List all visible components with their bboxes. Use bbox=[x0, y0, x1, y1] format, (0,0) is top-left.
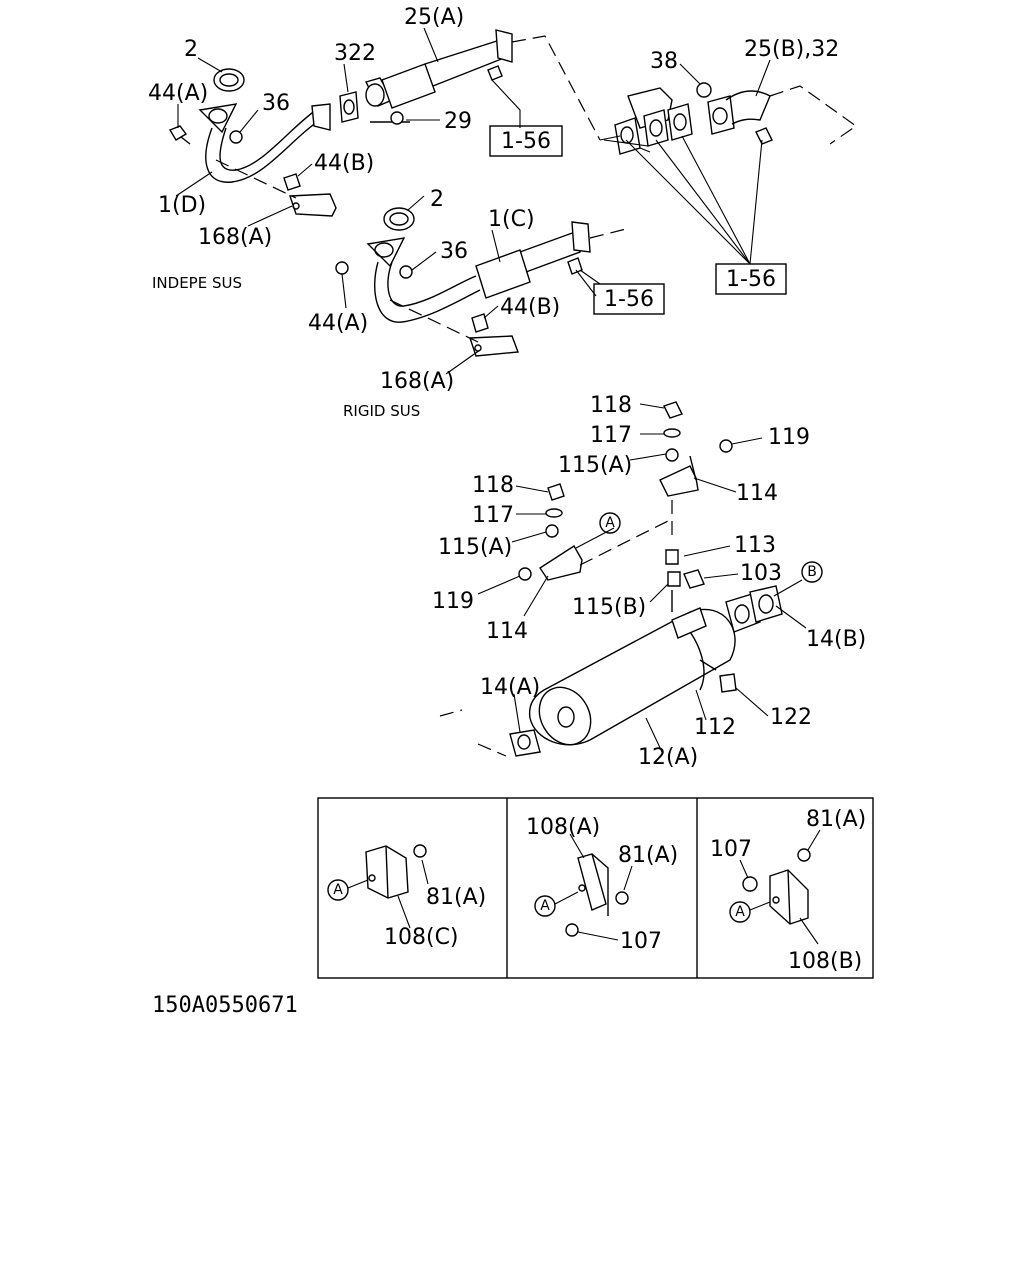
label-25b-32: 25(B),32 bbox=[744, 37, 839, 62]
label-114: 114 bbox=[486, 619, 528, 644]
label-115b: 115(B) bbox=[572, 595, 646, 620]
label-44a: 44(A) bbox=[308, 311, 368, 336]
gasket-322 bbox=[339, 91, 359, 123]
front-pipe-assembly-indepe bbox=[168, 68, 337, 217]
bolt bbox=[168, 125, 188, 141]
note-indepe-sus: INDEPE SUS bbox=[152, 274, 242, 292]
label-14b: 14(B) bbox=[806, 627, 866, 652]
label-118: 118 bbox=[472, 473, 514, 498]
catalytic-converter-rigid bbox=[475, 249, 531, 299]
label-103: 103 bbox=[740, 561, 782, 586]
label-115a: 115(A) bbox=[438, 535, 512, 560]
label-81a: 81(A) bbox=[806, 807, 866, 832]
label-44a: 44(A) bbox=[148, 81, 208, 106]
label-81a: 81(A) bbox=[426, 885, 486, 910]
label-114: 114 bbox=[736, 481, 778, 506]
muffler-assembly bbox=[439, 401, 783, 757]
inset-panel-2: A 108(A) 81(A) 107 bbox=[526, 815, 678, 954]
label-1d: 1(D) bbox=[158, 193, 206, 218]
label-108b: 108(B) bbox=[788, 949, 862, 974]
callout-circle-b bbox=[801, 561, 823, 583]
label-117: 117 bbox=[472, 503, 514, 528]
label-168a: 168(A) bbox=[380, 369, 454, 394]
reference-box bbox=[593, 283, 665, 315]
hanger-bracket bbox=[659, 465, 699, 497]
label-44b: 44(B) bbox=[500, 295, 560, 320]
label-112: 112 bbox=[694, 715, 736, 740]
label-1c: 1(C) bbox=[488, 207, 535, 232]
label-81a: 81(A) bbox=[618, 843, 678, 868]
inset-frame bbox=[317, 797, 874, 979]
note-rigid-sus: RIGID SUS bbox=[343, 402, 420, 420]
reference-boxes: 1-56 1-56 1-56 bbox=[489, 125, 787, 315]
label-36: 36 bbox=[262, 91, 290, 116]
inset-panel-1: A 81(A) 108(C) bbox=[327, 844, 486, 950]
front-pipe-assembly-rigid bbox=[335, 207, 631, 357]
inset-panel-3: A 81(A) 107 108(B) bbox=[710, 807, 866, 974]
leader-lines bbox=[175, 27, 807, 753]
callout-letter: A bbox=[605, 515, 615, 531]
nut bbox=[229, 130, 243, 144]
converter-body bbox=[381, 63, 436, 109]
label-107: 107 bbox=[710, 837, 752, 862]
callout-letter: A bbox=[540, 898, 550, 914]
label-44b: 44(B) bbox=[314, 151, 374, 176]
reference-label: 1-56 bbox=[726, 267, 776, 292]
pipe-flange bbox=[198, 103, 238, 134]
reference-label: 1-56 bbox=[501, 129, 551, 154]
label-14a: 14(A) bbox=[480, 675, 540, 700]
label-113: 113 bbox=[734, 533, 776, 558]
label-108c: 108(C) bbox=[384, 925, 459, 950]
callout-markers: A B bbox=[599, 512, 823, 583]
label-322: 322 bbox=[334, 41, 376, 66]
reference-label: 1-56 bbox=[604, 287, 654, 312]
label-108a: 108(A) bbox=[526, 815, 600, 840]
inset-details: A 81(A) 108(C) A 108(A) 81(A) 107 bbox=[317, 797, 874, 979]
label-12a: 12(A) bbox=[638, 745, 698, 770]
bracket bbox=[289, 193, 337, 217]
catalytic-converter-indepe bbox=[339, 29, 601, 141]
label-29: 29 bbox=[444, 109, 472, 134]
label-119: 119 bbox=[432, 589, 474, 614]
manifold-connection-parts bbox=[614, 82, 858, 155]
reference-box bbox=[489, 125, 563, 157]
label-119: 119 bbox=[768, 425, 810, 450]
drawing-id: 150A0550671 bbox=[152, 993, 298, 1018]
label-38: 38 bbox=[650, 49, 678, 74]
callout-letter: B bbox=[807, 564, 817, 580]
callout-letter: A bbox=[735, 904, 745, 920]
label-115a: 115(A) bbox=[558, 453, 632, 478]
label-107: 107 bbox=[620, 929, 662, 954]
label-2: 2 bbox=[430, 187, 444, 212]
label-168a: 168(A) bbox=[198, 225, 272, 250]
label-118: 118 bbox=[590, 393, 632, 418]
gasket-ring bbox=[213, 68, 245, 92]
reference-box bbox=[715, 263, 787, 295]
callout-circle-a bbox=[599, 512, 621, 534]
label-2: 2 bbox=[184, 37, 198, 62]
callout-letter: A bbox=[333, 882, 343, 898]
label-122: 122 bbox=[770, 705, 812, 730]
label-117: 117 bbox=[590, 423, 632, 448]
label-36: 36 bbox=[440, 239, 468, 264]
part-labels: 2 25(A) 322 44(A) 36 29 44(B) 1(D) 168(A… bbox=[148, 5, 866, 770]
label-25a: 25(A) bbox=[404, 5, 464, 30]
